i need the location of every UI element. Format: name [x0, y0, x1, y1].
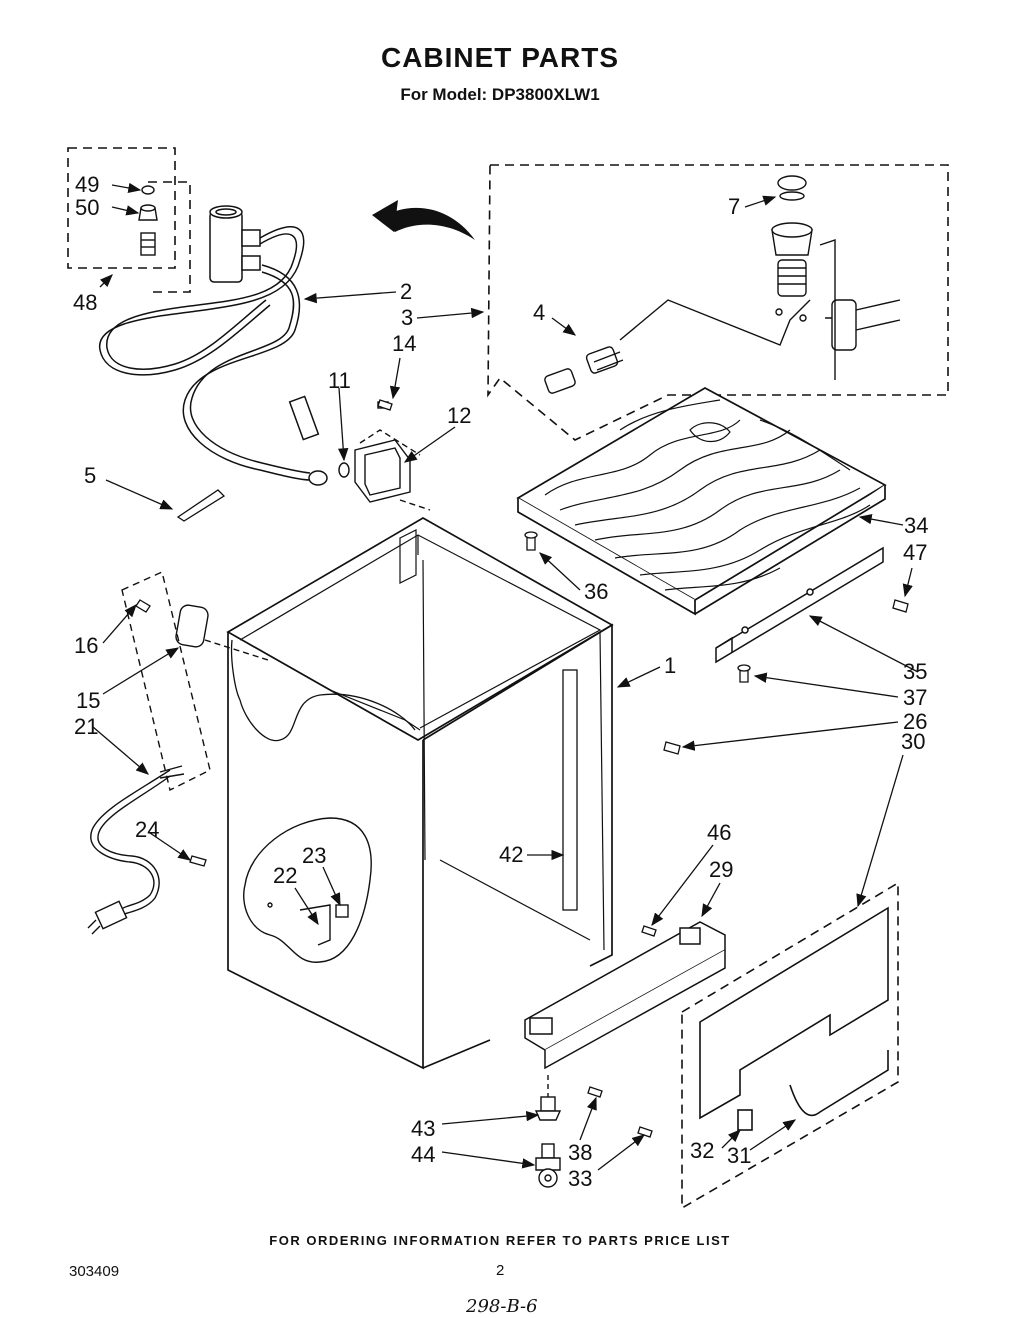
callout-23: 23	[302, 843, 326, 868]
wiring-cutout-detail	[243, 817, 372, 963]
direction-arrow	[372, 200, 475, 240]
callout-36: 36	[584, 579, 608, 604]
handwritten-note: 298-B-6	[466, 1296, 538, 1317]
top-bracket-part	[715, 546, 884, 664]
callout-32: 32	[690, 1138, 714, 1163]
callout-21: 21	[74, 714, 98, 739]
nut-50-part	[138, 204, 158, 221]
callout-16: 16	[74, 633, 98, 658]
callout-43: 43	[411, 1116, 435, 1141]
screws	[135, 399, 909, 1138]
callout-44: 44	[411, 1142, 435, 1167]
toe-panel-part	[681, 881, 899, 1210]
callout-14: 14	[392, 331, 416, 356]
callout-35: 35	[903, 659, 927, 684]
fitting-48-part	[140, 232, 156, 256]
callout-12: 12	[447, 403, 471, 428]
water-valve-kit-box	[487, 164, 949, 441]
document-number: 303409	[69, 1263, 120, 1280]
ordering-note: FOR ORDERING INFORMATION REFER TO PARTS …	[269, 1233, 731, 1248]
leader-lines	[92, 182, 919, 1171]
callout-5: 5	[84, 463, 96, 488]
power-cord-part	[87, 765, 185, 935]
callout-labels: 49 50 48 2 3 4 7 14 11 12 5 34 47 36 35 …	[73, 172, 928, 1191]
callout-4: 4	[533, 300, 545, 325]
callout-1: 1	[664, 653, 676, 678]
callout-50: 50	[75, 195, 99, 220]
page-title: CABINET PARTS	[380, 42, 620, 73]
fill-hose-part	[99, 205, 328, 486]
callout-34: 34	[904, 513, 928, 538]
callout-30: 30	[901, 729, 925, 754]
leveling-leg-part	[534, 1075, 562, 1121]
callout-38: 38	[568, 1140, 592, 1165]
callout-49: 49	[75, 172, 99, 197]
callout-48: 48	[73, 290, 97, 315]
model-subtitle: For Model: DP3800XLW1	[400, 85, 600, 104]
valve-body-part	[619, 175, 901, 380]
callout-47: 47	[903, 540, 927, 565]
callout-33: 33	[568, 1166, 592, 1191]
callout-15: 15	[76, 688, 100, 713]
cabinet-shell-part	[226, 517, 614, 1070]
page-number: 2	[496, 1262, 505, 1279]
callout-42: 42	[499, 842, 523, 867]
callout-24: 24	[135, 817, 159, 842]
callout-7: 7	[728, 194, 740, 219]
front-rail-part	[524, 921, 726, 1070]
callout-37: 37	[903, 685, 927, 710]
callout-46: 46	[707, 820, 731, 845]
callout-2: 2	[400, 279, 412, 304]
callout-22: 22	[273, 863, 297, 888]
callout-31: 31	[727, 1143, 751, 1168]
wood-top-part	[516, 387, 887, 616]
valve-screen-kit-box	[67, 147, 191, 293]
terminal-cover-part	[121, 571, 269, 792]
washer-49-part	[141, 185, 155, 195]
callout-29: 29	[709, 857, 733, 882]
callout-3: 3	[401, 305, 413, 330]
callout-26: 26	[903, 709, 927, 734]
hose-bracket-part	[338, 401, 431, 511]
valve-plug-part	[544, 346, 624, 394]
callout-11: 11	[328, 368, 351, 393]
caster-part	[535, 1143, 561, 1188]
cable-tie-part	[176, 489, 226, 522]
